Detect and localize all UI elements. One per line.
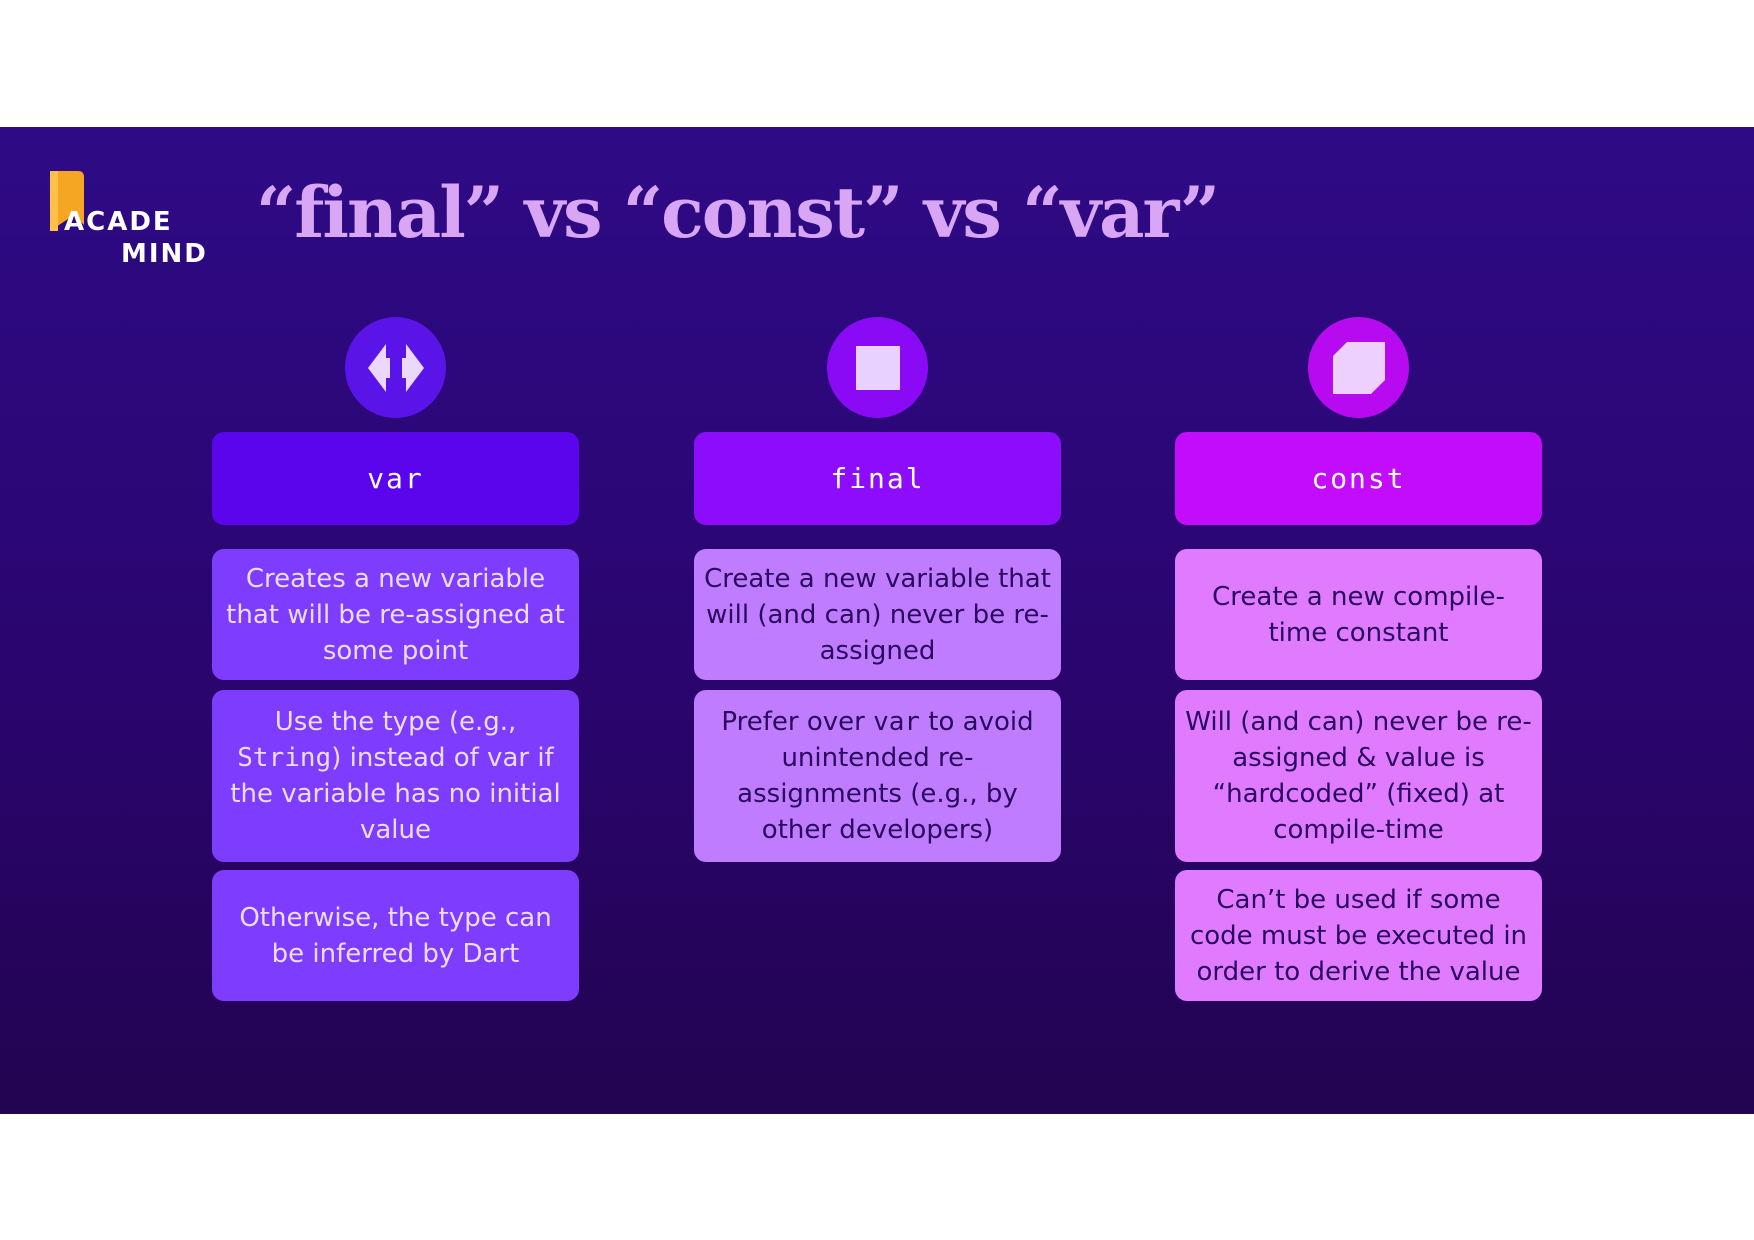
var-card-2: Use the type (e.g., String) instead of v…: [212, 690, 579, 862]
icon-circle-final: [827, 317, 928, 418]
icon-circle-var: [345, 317, 446, 418]
book-logo-icon: [50, 171, 84, 231]
header-final: final: [694, 432, 1061, 525]
icon-circle-const: [1308, 317, 1409, 418]
const-card-2: Will (and can) never be re-assigned & va…: [1175, 690, 1542, 862]
var-card-2-code: String: [237, 743, 332, 773]
logo-text-line1: ACADE: [64, 207, 173, 237]
snipped-square-icon: [1332, 341, 1385, 394]
logo-text-line2: MIND: [121, 239, 208, 269]
header-const: const: [1175, 432, 1542, 525]
square-icon: [855, 345, 900, 390]
const-card-1: Create a new compile-time constant: [1175, 549, 1542, 680]
const-card-1-text: Create a new compile-time constant: [1212, 581, 1505, 648]
final-card-1: Create a new variable that will (and can…: [694, 549, 1061, 680]
var-card-1-text: Creates a new variable that will be re-a…: [226, 563, 565, 666]
slide: ACADE MIND “final” vs “const” vs “var” v…: [0, 127, 1754, 1114]
header-var: var: [212, 432, 579, 525]
const-card-3-text: Can’t be used if some code must be execu…: [1189, 884, 1528, 987]
var-card-2-text-after: ) instead of var if the variable has no …: [230, 743, 561, 845]
final-card-2: Prefer over var to avoid unintended re-a…: [694, 690, 1061, 862]
var-card-1: Creates a new variable that will be re-a…: [212, 549, 579, 680]
final-card-1-text: Create a new variable that will (and can…: [704, 563, 1051, 666]
academind-logo: ACADE MIND: [44, 171, 214, 269]
var-card-3-text: Otherwise, the type can be inferred by D…: [239, 902, 552, 969]
final-card-2-code: var: [873, 707, 921, 737]
var-card-3: Otherwise, the type can be inferred by D…: [212, 870, 579, 1001]
final-card-2-text-after: to avoid unintended re-assignments (e.g.…: [737, 707, 1034, 845]
const-card-3: Can’t be used if some code must be execu…: [1175, 870, 1542, 1001]
var-card-2-text: Use the type (e.g., String) instead of v…: [220, 704, 571, 848]
slide-title: “final” vs “const” vs “var”: [256, 171, 1220, 254]
const-card-2-text: Will (and can) never be re-assigned & va…: [1185, 707, 1532, 845]
final-card-2-text-before: Prefer over: [721, 707, 874, 737]
var-card-2-text-before: Use the type (e.g.,: [274, 707, 517, 737]
two-way-arrow-icon: [367, 343, 424, 392]
final-card-2-text: Prefer over var to avoid unintended re-a…: [702, 704, 1053, 848]
